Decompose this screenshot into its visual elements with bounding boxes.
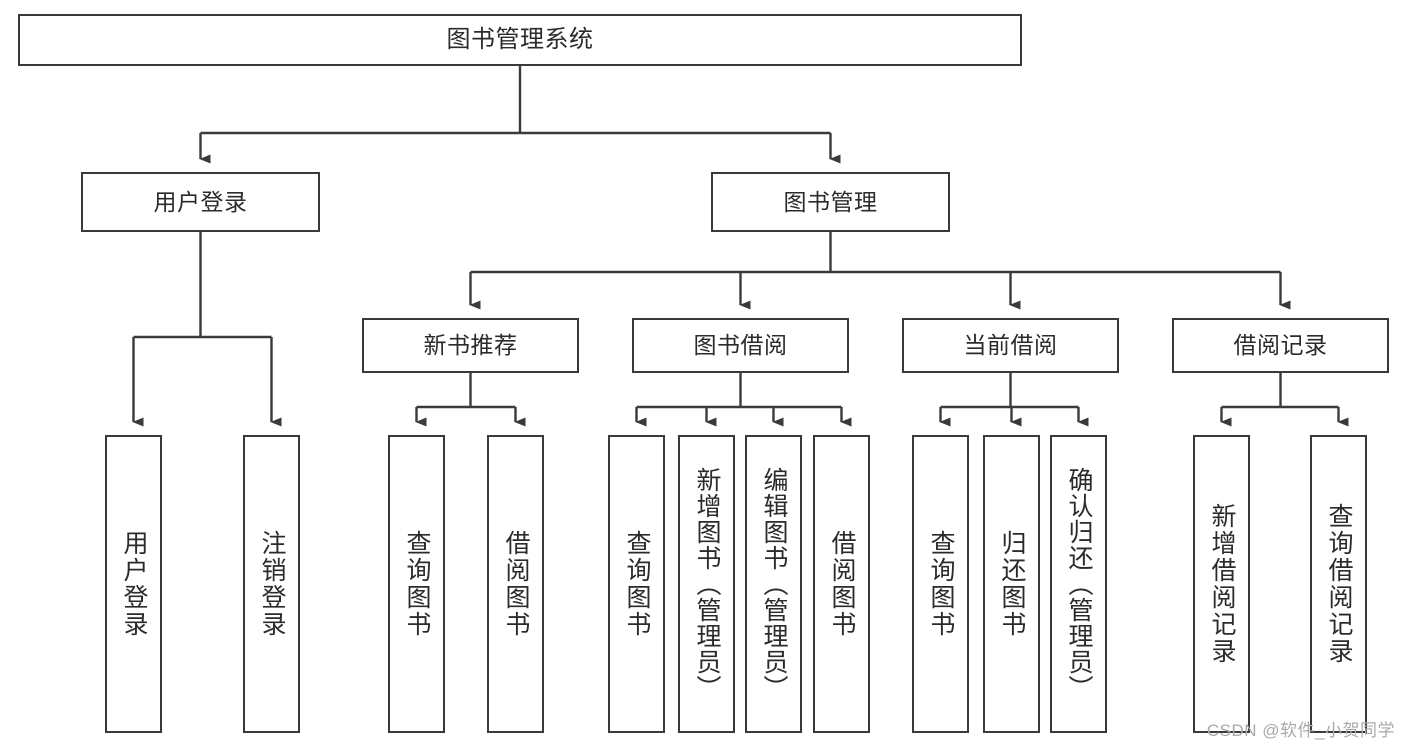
node-leaf-query-record[interactable]: 查询借阅记录 <box>1310 435 1367 733</box>
node-leaf-user-login[interactable]: 用户登录 <box>105 435 162 733</box>
node-book-borrow[interactable]: 图书借阅 <box>632 318 849 373</box>
node-label: 编辑图书（管理员） <box>760 467 788 701</box>
node-borrow-record[interactable]: 借阅记录 <box>1172 318 1389 373</box>
node-leaf-add-record[interactable]: 新增借阅记录 <box>1193 435 1250 733</box>
node-leaf-add-book[interactable]: 新增图书（管理员） <box>678 435 735 733</box>
node-book-manage[interactable]: 图书管理 <box>711 172 950 232</box>
node-label: 借阅图书 <box>502 530 530 638</box>
node-label: 归还图书 <box>998 530 1026 638</box>
node-label: 当前借阅 <box>963 332 1058 359</box>
node-leaf-query-book-1[interactable]: 查询图书 <box>388 435 445 733</box>
node-label: 新增借阅记录 <box>1208 503 1236 665</box>
node-label: 图书管理 <box>783 188 878 215</box>
node-label: 确认归还（管理员） <box>1065 467 1093 701</box>
node-label: 注销登录 <box>258 530 286 638</box>
node-root-root[interactable]: 图书管理系统 <box>18 14 1022 66</box>
node-user-login[interactable]: 用户登录 <box>81 172 320 232</box>
node-current-borrow[interactable]: 当前借阅 <box>902 318 1119 373</box>
node-label: 查询借阅记录 <box>1325 503 1353 665</box>
node-label: 借阅图书 <box>828 530 856 638</box>
node-label: 借阅记录 <box>1233 332 1328 359</box>
node-label: 图书借阅 <box>693 332 788 359</box>
watermark-text: CSDN @软件_小贺同学 <box>1206 721 1395 740</box>
node-leaf-query-book-3[interactable]: 查询图书 <box>912 435 969 733</box>
node-label: 新增图书（管理员） <box>693 467 721 701</box>
node-label: 查询图书 <box>927 530 955 638</box>
node-leaf-user-logout[interactable]: 注销登录 <box>243 435 300 733</box>
node-label: 图书管理系统 <box>446 26 594 54</box>
node-label: 用户登录 <box>153 188 248 215</box>
node-label: 新书推荐 <box>423 332 518 359</box>
node-leaf-confirm-return[interactable]: 确认归还（管理员） <box>1050 435 1107 733</box>
node-label: 查询图书 <box>403 530 431 638</box>
node-label: 查询图书 <box>623 530 651 638</box>
node-leaf-query-book-2[interactable]: 查询图书 <box>608 435 665 733</box>
node-leaf-edit-book[interactable]: 编辑图书（管理员） <box>745 435 802 733</box>
node-new-book-recommend[interactable]: 新书推荐 <box>362 318 579 373</box>
node-leaf-return-book[interactable]: 归还图书 <box>983 435 1040 733</box>
node-leaf-borrow-book-2[interactable]: 借阅图书 <box>813 435 870 733</box>
node-leaf-borrow-book-1[interactable]: 借阅图书 <box>487 435 544 733</box>
node-label: 用户登录 <box>120 530 148 638</box>
